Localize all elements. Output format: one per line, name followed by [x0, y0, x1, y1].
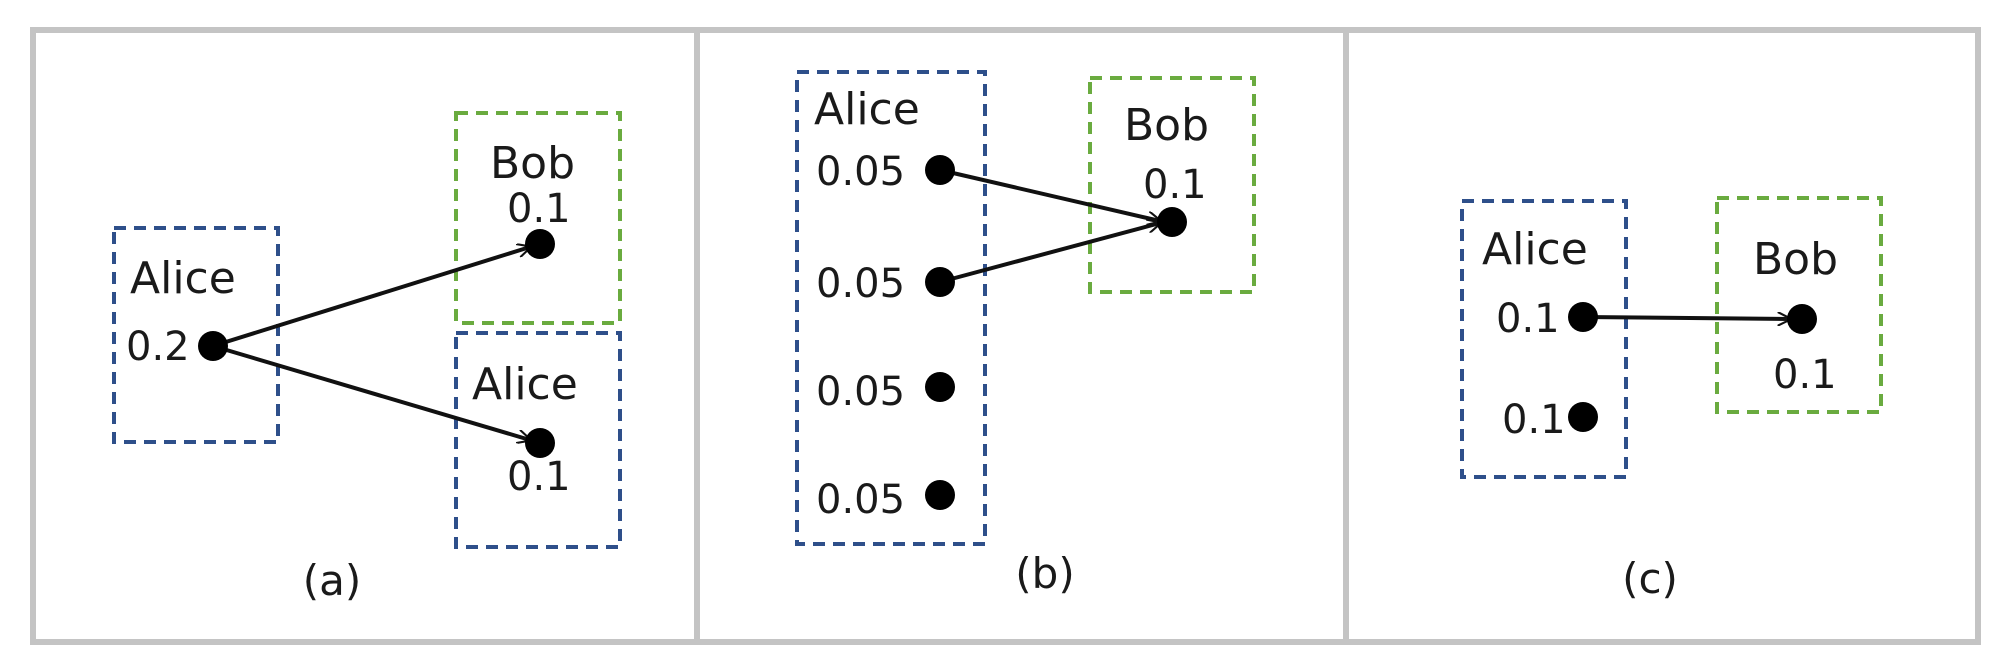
panel-b-bob-label: Bob: [1124, 100, 1209, 151]
panel-a-alice-box: [112, 226, 280, 444]
panel-a-bob-value: 0.1: [507, 186, 571, 232]
panel-a-alice-node: [198, 331, 228, 361]
panel-a-alice-2-value: 0.1: [507, 454, 571, 500]
panel-c-frame: [1343, 27, 1981, 645]
panel-a-arrow-to-alice: [212, 344, 530, 440]
panel-b-alice-node-1: [925, 155, 955, 185]
panel-a-frame: [30, 27, 700, 645]
panel-c-bob-label: Bob: [1753, 234, 1838, 285]
panel-c-bob-box: [1715, 196, 1883, 414]
panel-b-alice-node-3: [925, 372, 955, 402]
panel-c-caption: (c): [1622, 554, 1678, 603]
panel-b-alice-node-2: [925, 267, 955, 297]
panel-c-alice-node-2: [1568, 402, 1598, 432]
panel-b-bob-box: [1088, 76, 1256, 294]
panel-c-alice-label: Alice: [1482, 224, 1588, 275]
panel-a-alice-label: Alice: [130, 253, 236, 304]
panel-a: Alice 0.2 Bob 0.1 Alice 0.1 (a): [30, 27, 700, 645]
panel-a-bob-label: Bob: [490, 138, 575, 189]
panel-c-alice-value-2: 0.1: [1502, 397, 1566, 443]
panel-a-alice-2-label: Alice: [472, 359, 578, 410]
panel-a-bob-box: [454, 111, 622, 325]
panel-c: Alice 0.1 0.1 Bob 0.1 (c): [1343, 27, 1981, 645]
panel-c-arrow: [1582, 317, 1790, 319]
panel-c-bob-value: 0.1: [1773, 352, 1837, 398]
panel-b-alice-value-4: 0.05: [816, 477, 905, 523]
panel-c-alice-box: [1460, 199, 1628, 479]
panel-b-alice-value-3: 0.05: [816, 369, 905, 415]
panel-b-alice-box: [795, 70, 987, 546]
panel-c-alice-value-1: 0.1: [1496, 296, 1560, 342]
panel-c-bob-node: [1787, 304, 1817, 334]
panel-c-alice-node-1: [1568, 302, 1598, 332]
panel-a-alice-2-node: [525, 428, 555, 458]
panel-b-bob-node: [1157, 207, 1187, 237]
panel-b-alice-label: Alice: [814, 84, 920, 135]
panel-a-alice-box-2: [454, 331, 622, 549]
panel-b-caption: (b): [1015, 549, 1074, 598]
panel-b: Alice 0.05 0.05 0.05 0.05 Bob 0.1 (b): [694, 27, 1349, 645]
panel-a-arrow-to-bob: [212, 247, 530, 348]
panel-a-alice-value: 0.2: [126, 324, 190, 370]
panel-a-bob-node: [525, 229, 555, 259]
panel-b-arrow-2: [939, 223, 1160, 284]
panel-b-alice-value-2: 0.05: [816, 261, 905, 307]
panel-b-bob-value: 0.1: [1143, 162, 1207, 208]
panel-a-caption: (a): [303, 556, 362, 605]
panel-b-alice-value-1: 0.05: [816, 149, 905, 195]
panel-b-arrow-1: [939, 168, 1160, 221]
panel-b-alice-node-4: [925, 480, 955, 510]
